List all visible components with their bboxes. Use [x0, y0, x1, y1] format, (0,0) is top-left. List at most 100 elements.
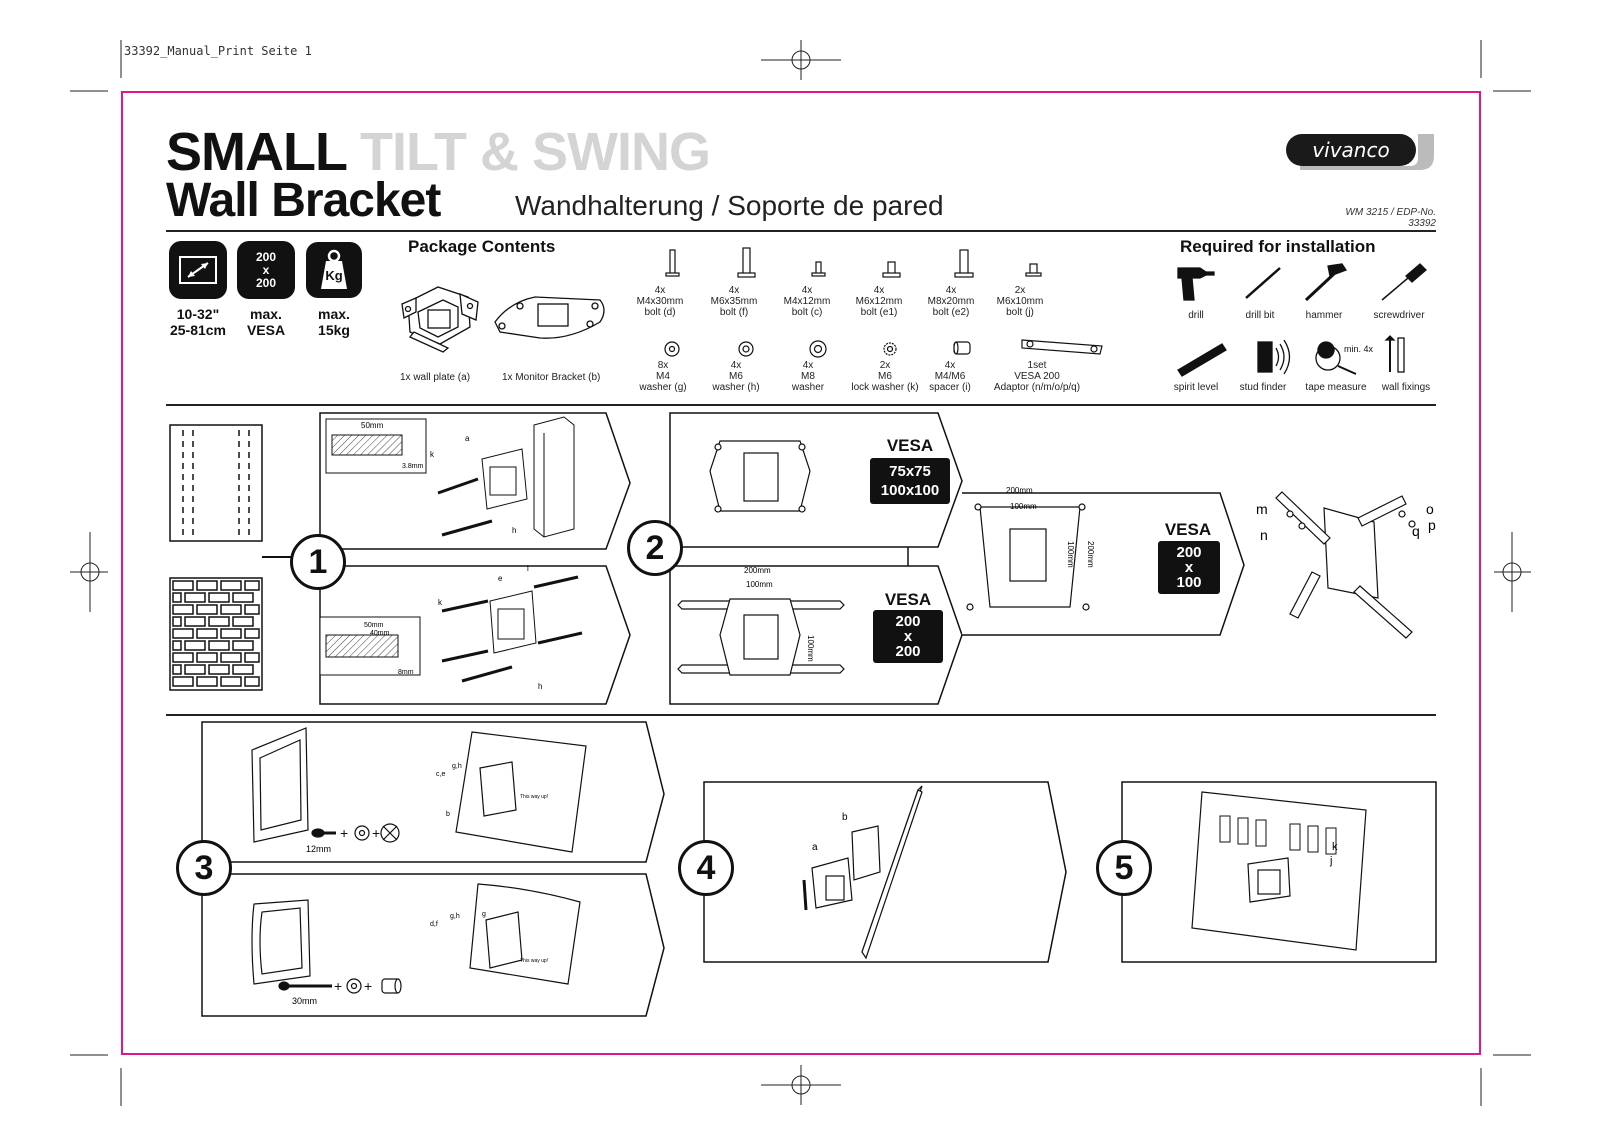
bolt-length-12mm: 12mm [306, 844, 331, 854]
bolt-e2-icon [954, 249, 974, 278]
wall-fixings-icon [1384, 335, 1405, 373]
bolt-length-30mm: 30mm [292, 996, 317, 1006]
bolt-12mm-icon: + + [311, 823, 400, 843]
tool-stud-finder-label: stud finder [1239, 382, 1287, 393]
screen-size-arrow-icon [169, 241, 227, 299]
tools-row1-illustrations [1177, 263, 1427, 302]
brick [172, 592, 182, 603]
title-wall-bracket: Wall Bracket [166, 174, 441, 227]
washer-g-icon [664, 341, 680, 357]
svg-text:+: + [364, 978, 372, 994]
brick [172, 652, 194, 663]
vesa-adaptor-exploded-illustration: m n o p q [1256, 491, 1436, 639]
tool-tape-measure-label: tape measure [1305, 382, 1367, 393]
step5-label-j: j [1329, 855, 1332, 867]
wall-plate-step1-icon [481, 448, 528, 510]
adaptor-label-o: o [1426, 501, 1434, 517]
step3-bottom-label-g: g [482, 911, 486, 918]
required-title: Required for installation [1180, 237, 1376, 256]
spec-vesa-label: VESA [246, 322, 286, 338]
brick-label-e: e [498, 574, 503, 583]
monitor-bracket-illustration [494, 296, 605, 339]
brick [172, 628, 194, 639]
bolt-d-icon [665, 249, 680, 277]
brick [208, 592, 230, 603]
tool-screwdriver-label: screwdriver [1373, 310, 1425, 321]
brick [208, 664, 230, 675]
wood-label-h: h [512, 526, 516, 535]
step3-bottom-label-gh: g,h [450, 913, 460, 920]
wood-post-icon [533, 416, 575, 538]
min-fixings-label: min. 4x [1344, 344, 1374, 354]
spec-screen-size-inch: 10-32" [176, 306, 220, 322]
step3-top-label-b: b [446, 811, 450, 818]
brick [172, 616, 182, 627]
brick [220, 628, 242, 639]
curved-screen-tv-icon [251, 899, 311, 985]
svg-text:+: + [372, 825, 380, 841]
brick [232, 664, 254, 675]
model-number: WM 3215 / EDP-No. 33392 [1345, 207, 1436, 229]
wall-plate-illustration [401, 286, 479, 353]
brick [244, 676, 260, 687]
lag-bolt-icon [437, 477, 493, 537]
brick [172, 604, 194, 615]
tool-drill-bit-label: drill bit [1245, 310, 1275, 321]
svg-text:+: + [334, 978, 342, 994]
lock-washer-k-icon [883, 342, 897, 356]
title-line1: SMALL TILT & SWING [166, 124, 711, 180]
step1-number: 1 [290, 534, 346, 590]
adaptor-set-icon [1021, 339, 1103, 355]
logo-text: vivanco [1312, 138, 1389, 162]
registration-mark-right [1494, 532, 1531, 612]
title-subtitle: Wandhalterung / Soporte de pared [515, 190, 944, 221]
flat-screen-tv-icon [251, 727, 309, 843]
washers-illustrations [664, 339, 1103, 358]
step4-label-b: b [842, 812, 848, 823]
tape-measure-icon [1315, 341, 1357, 375]
step5-panel: k j [1121, 781, 1437, 963]
package-contents-title: Package Contents [408, 237, 556, 256]
header-rule [166, 230, 1436, 232]
bolt-f-icon [737, 247, 756, 278]
brick [184, 616, 206, 627]
spacer-i-icon [953, 341, 971, 355]
adaptor-label-m: m [1256, 501, 1268, 517]
step3-top-arrow-text: This way up! [520, 794, 548, 800]
vesa-label-a: VESA [886, 436, 934, 455]
wood-label-a: a [465, 434, 470, 443]
brick [196, 604, 218, 615]
wood-wall-icon [169, 424, 263, 542]
bolts-illustrations [665, 247, 1042, 278]
brick [208, 616, 230, 627]
vesa-box-a: 75x75 100x100 [870, 458, 950, 504]
brick [244, 652, 260, 663]
brick [208, 640, 230, 651]
vesa200x100-h100-label: 100mm [1066, 541, 1075, 568]
weight-icon: Kg [305, 241, 363, 299]
brick [232, 640, 254, 651]
washer-h-icon [738, 341, 754, 357]
spec-vesa: max. VESA [236, 306, 296, 338]
brick-dim-8mm: 8mm [398, 669, 414, 676]
spec-weight: max. 15kg [304, 306, 364, 338]
hammer-icon [1304, 263, 1347, 302]
bolt-j-icon [1025, 263, 1042, 277]
tool-spirit-level-label: spirit level [1173, 382, 1219, 393]
brick [184, 640, 206, 651]
page-frame [121, 91, 1481, 1055]
brick [244, 580, 260, 591]
spirit-level-icon [1177, 343, 1227, 377]
brick [196, 652, 218, 663]
drill-icon [1177, 267, 1215, 301]
step4-panel: b a [703, 781, 1067, 963]
registration-mark-top [761, 40, 841, 80]
step3-top-label-gh: g,h [452, 763, 462, 770]
